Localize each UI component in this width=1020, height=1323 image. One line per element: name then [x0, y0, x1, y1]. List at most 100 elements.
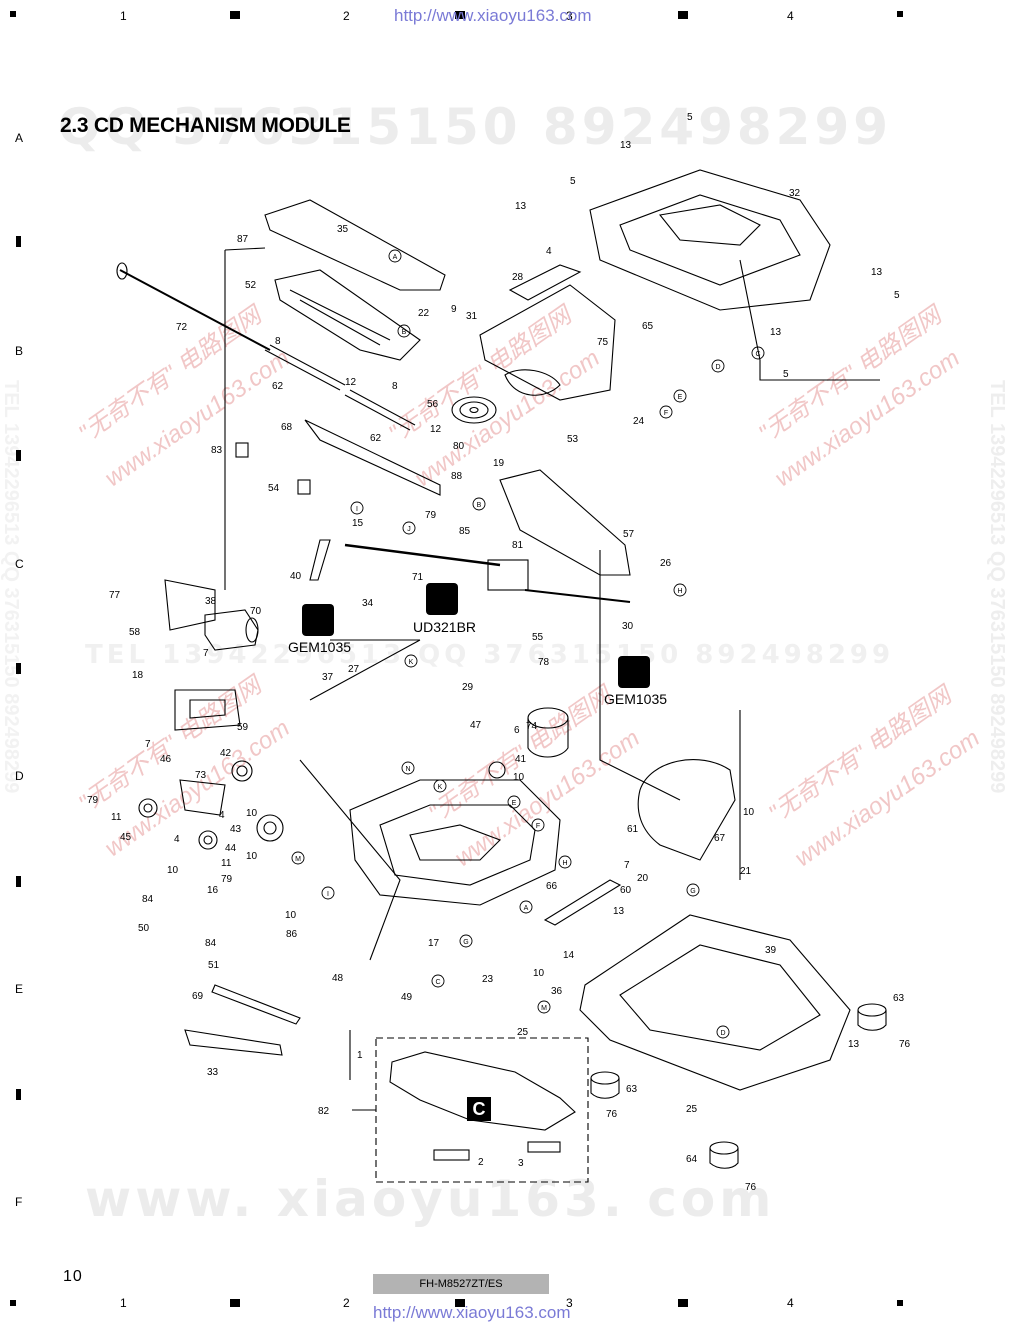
- connector-label: F: [536, 823, 540, 830]
- part-number: 31: [466, 311, 478, 322]
- part-number: 37: [322, 672, 334, 683]
- part-number: 44: [225, 843, 237, 854]
- column-number: 1: [120, 9, 127, 23]
- model-number: FH-M8527ZT/ES: [373, 1274, 549, 1294]
- part-number: 59: [237, 722, 249, 733]
- part-number: 30: [622, 621, 634, 632]
- connector-label: G: [690, 888, 695, 895]
- corner-mark: [897, 1300, 903, 1306]
- part-number: 79: [425, 510, 437, 521]
- connector-label: I: [327, 891, 329, 898]
- row-letter: C: [15, 557, 24, 571]
- connector-label: H: [562, 860, 567, 867]
- part-number: 13: [620, 140, 632, 151]
- watermark-site: www. xiaoyu163. com: [85, 1170, 776, 1228]
- part-number: 50: [138, 923, 150, 934]
- part-number: 34: [362, 598, 374, 609]
- part-number: 7: [145, 739, 151, 750]
- part-number: 60: [620, 885, 632, 896]
- part-number: 65: [642, 321, 654, 332]
- page-title: 2.3 CD MECHANISM MODULE: [60, 114, 351, 137]
- part-number: 6: [514, 725, 520, 736]
- header-url-link[interactable]: http://www.xiaoyu163.com: [394, 6, 592, 25]
- part-number: 4: [219, 810, 225, 821]
- part-number: 40: [290, 571, 302, 582]
- part-number: 10: [285, 910, 297, 921]
- connector-label: N: [405, 766, 410, 773]
- part-number: 76: [745, 1182, 757, 1193]
- part-number: 77: [109, 590, 121, 601]
- part-number: 86: [286, 929, 298, 940]
- part-number: 5: [894, 290, 900, 301]
- part-number: 13: [770, 327, 782, 338]
- connector-label: I: [356, 506, 358, 513]
- part-number: 23: [482, 974, 494, 985]
- part-number: 39: [765, 945, 777, 956]
- connector-label: D: [720, 1030, 725, 1037]
- part-number: 57: [623, 529, 635, 540]
- part-number: 33: [207, 1067, 219, 1078]
- part-number: 12: [345, 377, 357, 388]
- part-number: 79: [87, 795, 99, 806]
- connector-label: G: [463, 939, 468, 946]
- part-number: 10: [513, 772, 525, 783]
- service-manual-icon: [426, 583, 458, 615]
- part-number: 13: [848, 1039, 860, 1050]
- part-number: 41: [515, 754, 527, 765]
- part-number: 78: [538, 657, 550, 668]
- part-number: 11: [221, 858, 232, 869]
- part-number: 10: [246, 851, 258, 862]
- column-number: 2: [343, 1296, 350, 1310]
- column-number: 3: [566, 9, 573, 23]
- part-number: 84: [142, 894, 154, 905]
- part-number: 7: [203, 648, 209, 659]
- part-number: 45: [120, 832, 132, 843]
- part-number: 1: [357, 1050, 363, 1061]
- corner-mark: [10, 11, 16, 17]
- column-number: 4: [787, 1296, 794, 1310]
- part-number: 69: [192, 991, 204, 1002]
- part-number: 49: [401, 992, 413, 1003]
- row-letter: D: [15, 769, 24, 783]
- part-number: 74: [526, 721, 538, 732]
- part-number: 8: [392, 381, 398, 392]
- part-number: 51: [208, 960, 220, 971]
- row-mark: [16, 876, 21, 887]
- part-number: 76: [899, 1039, 911, 1050]
- footer-url-link[interactable]: http://www.xiaoyu163.com: [373, 1303, 571, 1322]
- part-number: 55: [532, 632, 544, 643]
- ref-label-gem-right: GEM1035: [604, 691, 668, 707]
- part-number: 73: [195, 770, 207, 781]
- connector-label: A: [524, 905, 529, 912]
- part-number: 42: [220, 748, 232, 759]
- row-mark: [16, 1089, 21, 1100]
- column-mark: [678, 11, 688, 19]
- part-number: 16: [207, 885, 219, 896]
- part-number: 52: [245, 280, 257, 291]
- part-number: 19: [493, 458, 505, 469]
- part-number: 32: [789, 188, 801, 199]
- column-mark: [678, 1299, 688, 1307]
- part-number: 47: [470, 720, 482, 731]
- connector-label: E: [512, 800, 517, 807]
- part-number: 13: [613, 906, 625, 917]
- part-number: 53: [567, 434, 579, 445]
- part-number: 56: [427, 399, 439, 410]
- part-number: 29: [462, 682, 474, 693]
- part-number: 62: [272, 381, 284, 392]
- part-number: 15: [352, 518, 364, 529]
- part-number: 5: [570, 176, 576, 187]
- watermark-qq: QQ 376315150 892498299: [58, 98, 893, 156]
- corner-mark: [10, 1300, 16, 1306]
- part-number: 18: [132, 670, 144, 681]
- part-number: 10: [743, 807, 755, 818]
- part-number: 2: [478, 1157, 484, 1168]
- row-letter: A: [15, 131, 24, 145]
- part-number: 61: [627, 824, 639, 835]
- row-mark: [16, 450, 21, 461]
- column-number: 3: [566, 1296, 573, 1310]
- connector-label: K: [409, 659, 414, 666]
- column-mark: [230, 11, 240, 19]
- part-number: 26: [660, 558, 672, 569]
